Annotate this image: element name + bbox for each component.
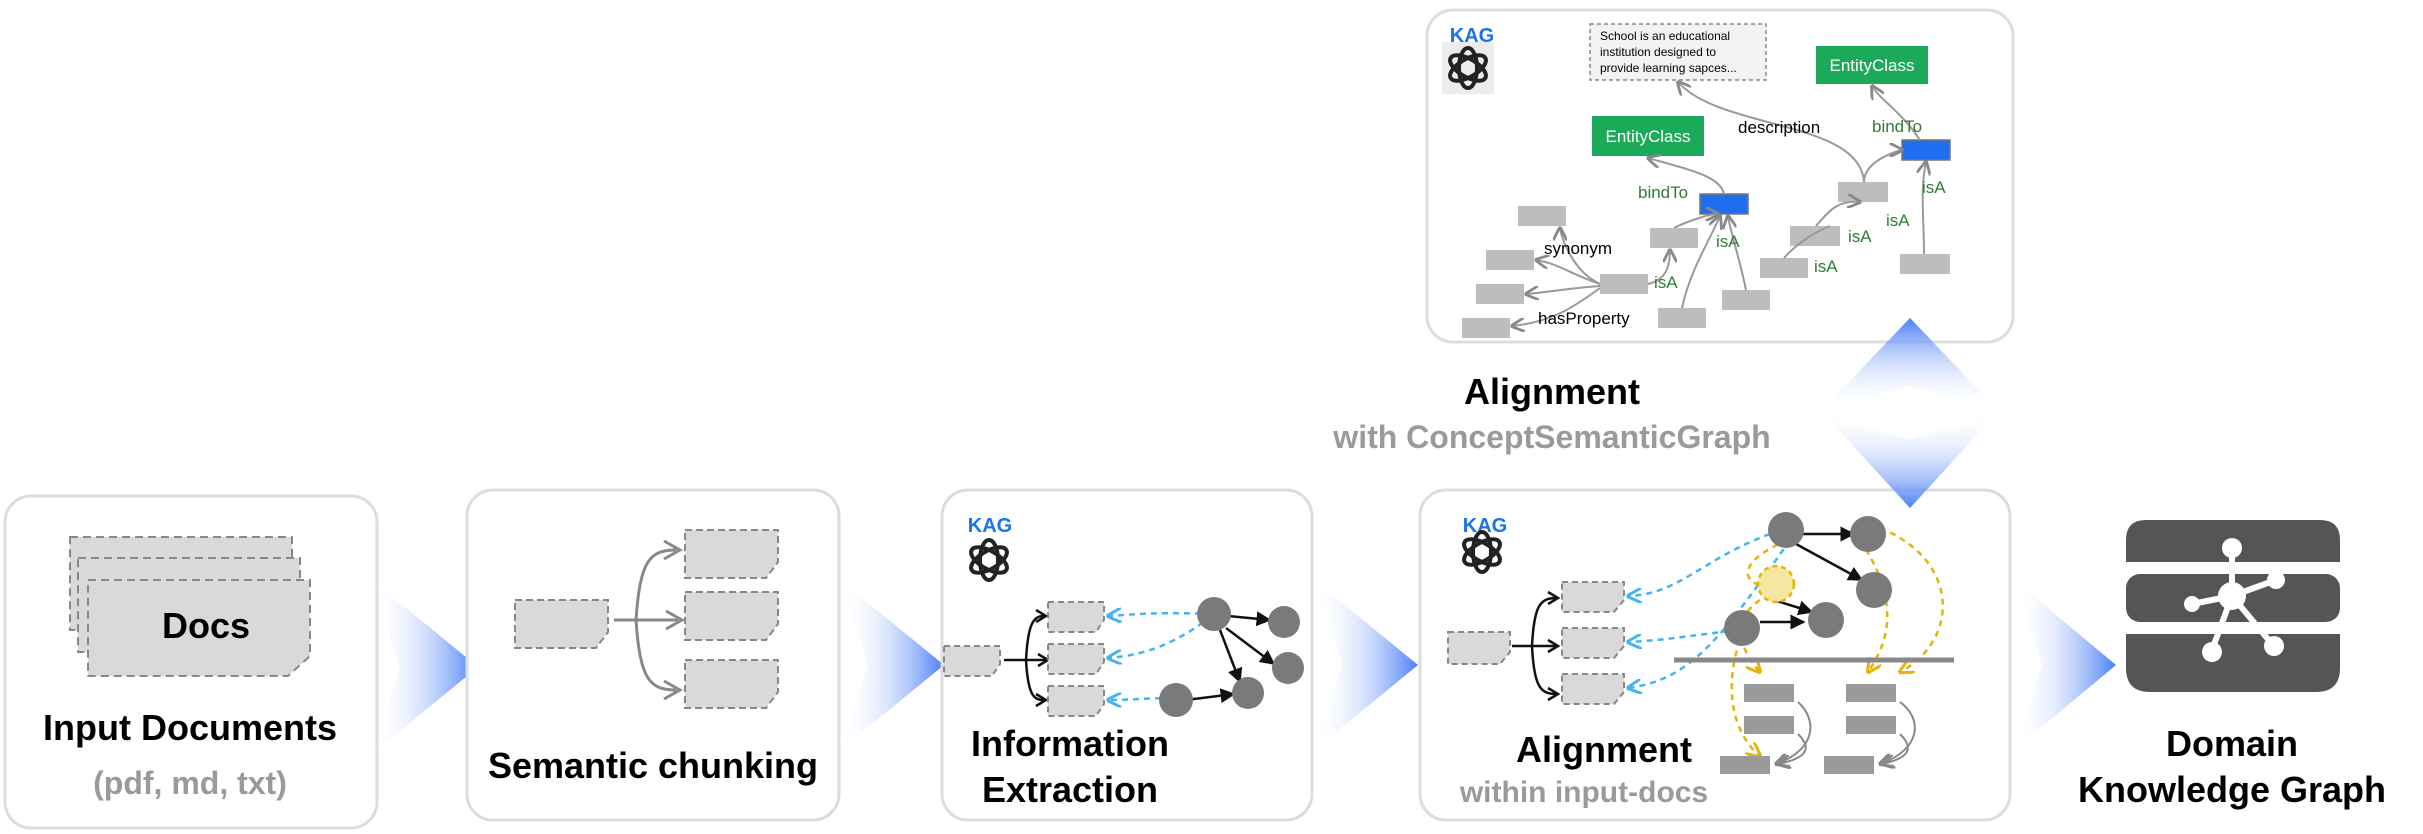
concept-node [1462, 318, 1510, 338]
align-concept-subtitle: with ConceptSemanticGraph [1332, 419, 1770, 455]
split-arrows [614, 548, 678, 692]
input-title: Input Documents [43, 707, 337, 748]
kag-badge: KAG [1463, 515, 1507, 537]
align-concept-title: Alignment [1464, 371, 1640, 412]
concept-node [1744, 684, 1794, 702]
concept-node [1476, 284, 1524, 304]
align-chunk [1561, 581, 1625, 613]
input-subtitle: (pdf, md, txt) [93, 765, 287, 801]
entity-class-label: EntityClass [1829, 56, 1914, 75]
entity-class-node [1816, 46, 1928, 84]
stage-alignment-within-docs: KAG [1418, 488, 2012, 822]
chunk-doc [684, 529, 779, 579]
openai-logo-icon [1462, 530, 1502, 574]
graph-node [1232, 677, 1264, 709]
graph-node [1724, 610, 1760, 646]
concept-node [1722, 290, 1770, 310]
extracted-chunk [1047, 643, 1105, 675]
openai-logo-icon [969, 538, 1009, 582]
note-line: provide learning sapces... [1600, 61, 1737, 75]
output-title-line2: Knowledge Graph [2078, 769, 2386, 810]
output-title-line1: Domain [2166, 723, 2298, 764]
docs-label: Docs [162, 605, 250, 646]
concept-node [1518, 206, 1566, 226]
concept-node [1846, 684, 1896, 702]
entity-class-node [1592, 116, 1704, 156]
extraction-title-line2: Extraction [982, 769, 1158, 810]
concept-node [1486, 250, 1534, 270]
concept-node [1900, 254, 1950, 274]
note-line: School is an educational [1600, 29, 1730, 43]
concept-node [1846, 716, 1896, 734]
concept-node [1760, 258, 1808, 278]
edge-label-description: description [1738, 118, 1820, 137]
edge-label-isa: isA [1716, 232, 1740, 251]
edge-label-bindto: bindTo [1872, 117, 1922, 136]
edge-label-hasproperty: hasProperty [1538, 309, 1630, 328]
entity-class-label: EntityClass [1605, 127, 1690, 146]
flow-chevron [2014, 580, 2116, 750]
graph-node [1856, 572, 1892, 608]
stage-information-extraction: KAG Information Extraction [940, 488, 1314, 822]
edge-label-isa: isA [1848, 227, 1872, 246]
extracted-chunk [1047, 601, 1105, 633]
concept-node [1650, 228, 1698, 248]
kag-badge: KAG [968, 515, 1012, 537]
concept-node [1824, 756, 1874, 774]
chunk-doc [684, 591, 779, 641]
edge-label-isa: isA [1886, 211, 1910, 230]
flow-chevron [1314, 580, 1418, 750]
concept-node [1790, 226, 1840, 246]
concept-node [1744, 716, 1794, 734]
chunk-doc [684, 659, 779, 709]
graph-node [1272, 652, 1304, 684]
description-note [1589, 23, 1767, 81]
edge-label-synonym: synonym [1544, 239, 1612, 258]
align-source-doc [1447, 631, 1511, 665]
openai-logo-icon [1442, 42, 1494, 94]
extracted-chunk [1047, 685, 1105, 717]
stage-input-documents: Docs Input Documents (pdf, md, txt) [3, 494, 379, 830]
concept-node [1600, 274, 1648, 294]
extraction-title-line1: Information [971, 723, 1169, 764]
bind-node [1901, 139, 1951, 161]
flow-chevron [372, 580, 478, 754]
graph-node [1768, 512, 1804, 548]
stage-alignment-concept-graph: KAG School is an educational institution… [1332, 8, 2015, 455]
database-graph-icon [2126, 520, 2340, 692]
graph-node [1850, 516, 1886, 552]
graph-node [1808, 602, 1844, 638]
flow-chevron [840, 580, 944, 750]
stage-semantic-chunking: Semantic chunking [465, 488, 841, 822]
graph-node [1197, 597, 1231, 631]
stage-domain-knowledge-graph: Domain Knowledge Graph [2078, 520, 2386, 810]
align-docs-title: Alignment [1516, 729, 1692, 770]
align-docs-subtitle: within input-docs [1459, 776, 1708, 809]
graph-node [1159, 683, 1193, 717]
graph-node-aligned [1756, 564, 1796, 604]
flow-chevron-down [1822, 412, 1998, 508]
edge-label-isa: isA [1654, 273, 1678, 292]
graph-node [1268, 606, 1300, 638]
chunking-title: Semantic chunking [488, 745, 818, 786]
stage-box [940, 488, 1314, 822]
edge-label-isa: isA [1922, 178, 1946, 197]
chunk-source-doc [514, 599, 609, 649]
bind-node [1699, 193, 1749, 215]
doc-icon-front [87, 579, 311, 677]
note-line: institution designed to [1600, 45, 1716, 59]
concept-node [1720, 756, 1770, 774]
extract-source-doc [943, 645, 1001, 677]
align-chunk [1561, 673, 1625, 705]
align-chunk [1561, 627, 1625, 659]
flow-chevron-up [1822, 318, 1998, 410]
edge-label-isa: isA [1814, 257, 1838, 276]
kag-badge: KAG [1450, 25, 1494, 47]
concept-node [1658, 308, 1706, 328]
concept-node [1838, 182, 1888, 202]
edge-label-bindto: bindTo [1638, 183, 1688, 202]
